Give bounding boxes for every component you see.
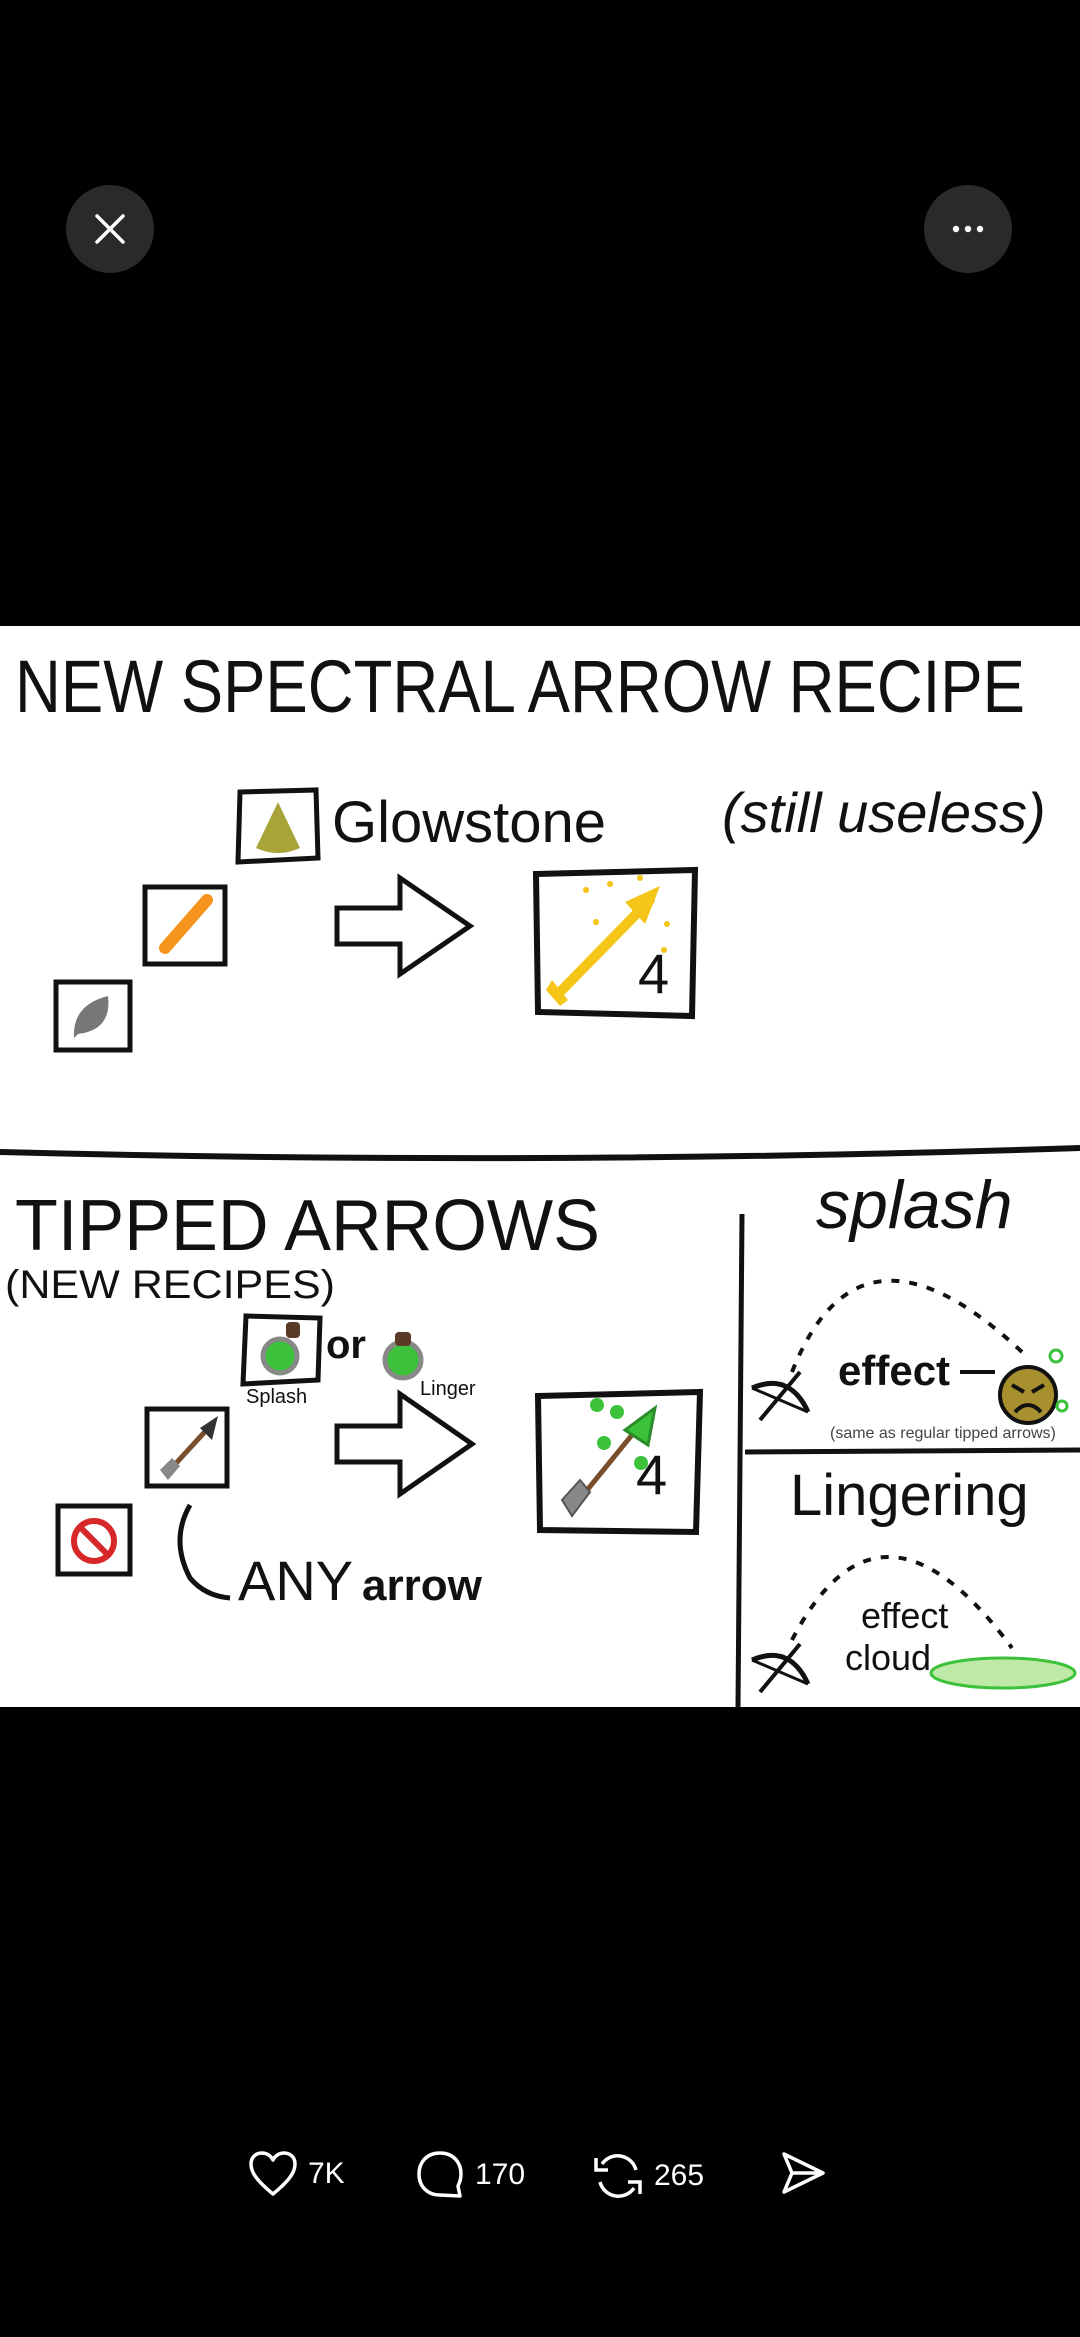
- or-label: or: [326, 1323, 366, 1367]
- close-button[interactable]: [66, 185, 154, 273]
- spectral-result-count: 4: [638, 942, 669, 1005]
- post-image: NEW SPECTRAL ARROW RECIPE Glowstone (sti…: [0, 626, 1080, 1708]
- splash-potion-icon: [260, 1336, 300, 1376]
- blaze-rod-icon: [159, 894, 213, 954]
- spectral-arrow-icon: [546, 875, 670, 1006]
- repost-count: 265: [654, 2159, 705, 2192]
- bow-icon: [751, 1370, 811, 1422]
- heart-icon: [249, 2151, 297, 2196]
- effect-cloud-icon: [929, 1656, 1077, 1690]
- like-count: 7K: [308, 2157, 345, 2190]
- tipped-arrow-result-slot: 4: [534, 1388, 704, 1536]
- still-useless-note: (still useless): [722, 781, 1046, 844]
- panel-divider-vertical: [735, 1213, 745, 1708]
- post-actions-bar: 7K 170 265: [0, 2150, 1080, 2206]
- blaze-rod-slot: [142, 884, 228, 967]
- lingering-trajectory: [790, 1555, 1014, 1650]
- splash-caption: (same as regular tipped arrows): [830, 1425, 1056, 1442]
- repost-button[interactable]: 265: [592, 2150, 704, 2202]
- share-button[interactable]: [780, 2150, 826, 2196]
- barrier-slot: [55, 1503, 133, 1577]
- more-options-button[interactable]: [924, 185, 1012, 273]
- panel-divider-horizontal: [744, 1447, 1080, 1455]
- lingering-effect-label: effect: [861, 1595, 948, 1636]
- any-arrow-pointer: [177, 1503, 231, 1601]
- splash-potion-slot: [240, 1313, 323, 1387]
- barrier-icon: [71, 1518, 117, 1564]
- comment-icon: [417, 2151, 463, 2198]
- linger-label: Linger: [420, 1378, 476, 1400]
- tipped-subtitle: (NEW RECIPES): [5, 1263, 335, 1307]
- arrow-icon: [160, 1416, 218, 1480]
- send-icon: [782, 2152, 825, 2194]
- spectral-arrow-result-slot: 4: [532, 866, 699, 1020]
- splash-effect-label: effect: [838, 1347, 950, 1394]
- section-divider: [0, 1145, 1080, 1162]
- glowstone-label: Glowstone: [332, 790, 606, 855]
- any-label: ANY: [238, 1549, 353, 1612]
- feather-icon: [73, 996, 109, 1038]
- splash-label: Splash: [246, 1386, 307, 1408]
- more-horizontal-icon: [952, 225, 984, 233]
- craft-arrow-icon-2: [334, 1389, 477, 1499]
- angry-mob-icon: [998, 1348, 1069, 1425]
- splash-panel-title: splash: [816, 1167, 1013, 1243]
- glowstone-dust-icon: [256, 802, 300, 853]
- lingering-panel-title: Lingering: [790, 1463, 1029, 1528]
- like-button[interactable]: 7K: [248, 2150, 345, 2198]
- arrow-label: arrow: [362, 1561, 483, 1610]
- arrow-slot: [144, 1406, 230, 1489]
- tipped-arrow-icon: [560, 1398, 658, 1518]
- lingering-potion-icon: [382, 1332, 424, 1381]
- lingering-cloud-label: cloud: [845, 1637, 931, 1678]
- craft-arrow-icon: [334, 873, 475, 979]
- tipped-result-count: 4: [636, 1443, 667, 1506]
- comment-count: 170: [475, 2158, 526, 2191]
- comment-button[interactable]: 170: [415, 2150, 525, 2200]
- feather-slot: [53, 979, 133, 1053]
- tipped-title: TIPPED ARROWS: [15, 1186, 600, 1266]
- comic-illustration: NEW SPECTRAL ARROW RECIPE Glowstone (sti…: [0, 645, 1080, 1708]
- spectral-title: NEW SPECTRAL ARROW RECIPE: [15, 645, 1025, 728]
- glowstone-slot: [235, 787, 321, 865]
- repost-icon: [594, 2154, 642, 2198]
- close-icon: [95, 214, 125, 244]
- bow-icon-2: [751, 1642, 811, 1694]
